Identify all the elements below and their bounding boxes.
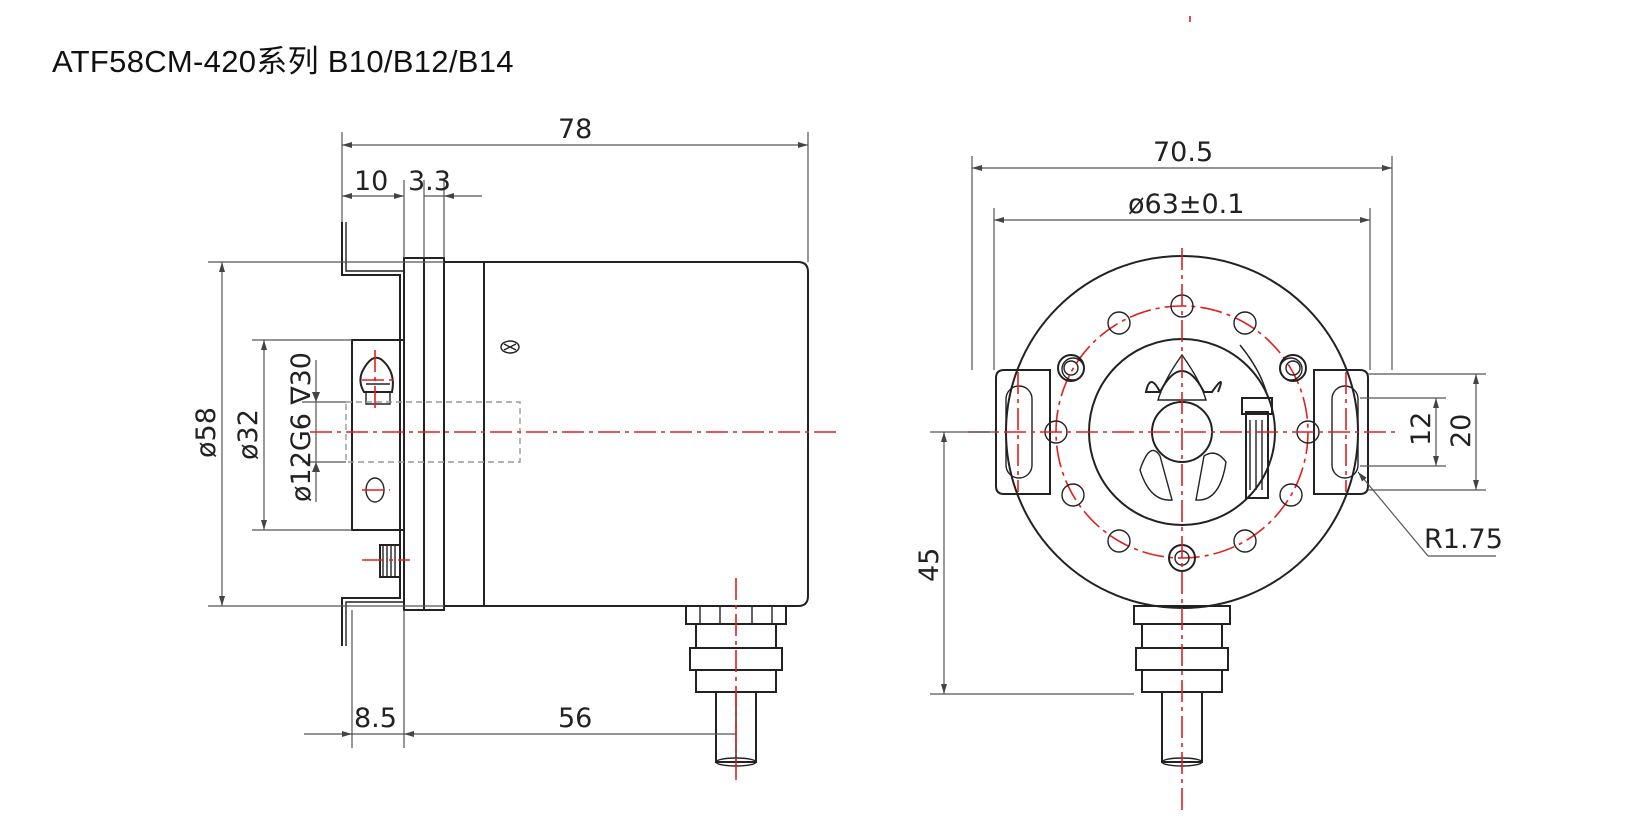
drawing-title: ATF58CM-420系列 B10/B12/B14 — [52, 44, 514, 79]
clamp-ring — [423, 257, 445, 611]
front-view — [968, 16, 1396, 810]
dim-clamp-ring: 3.3 — [408, 166, 451, 197]
dim-overall-length: 78 — [558, 114, 592, 145]
dim-body-diameter: ø58 — [191, 407, 222, 458]
side-view-dimensions: 78 10 3.3 ø58 ø32 ø12G6 ∇30 8.5 56 — [191, 114, 809, 748]
dim-center-height: 45 — [914, 548, 945, 582]
mounting-bracket — [341, 222, 401, 646]
body-screw-icon — [500, 340, 520, 354]
dim-overall-width: 70.5 — [1153, 137, 1213, 168]
dim-flange-diameter: ø32 — [233, 409, 264, 460]
body-collar — [443, 261, 485, 607]
dim-slot-outer: 20 — [1446, 414, 1477, 448]
dim-flange-thickness: 10 — [354, 166, 388, 197]
dim-bore: ø12G6 ∇30 — [286, 352, 317, 502]
clamp-bolt-icon — [359, 356, 394, 405]
dim-slot-length: 12 — [1406, 412, 1437, 446]
dim-connector-offset: 56 — [558, 703, 592, 734]
encoder-body — [484, 261, 809, 607]
flange-plate — [403, 257, 425, 611]
dim-bolt-circle: ø63±0.1 — [1128, 189, 1244, 220]
shaft-clamp — [1144, 370, 1222, 393]
dim-rear-offset: 8.5 — [354, 703, 397, 734]
side-view — [310, 222, 840, 780]
shaft-housing — [351, 339, 405, 531]
front-view-dimensions: 70.5 ø63±0.1 12 20 R1.75 45 — [914, 137, 1503, 695]
grub-screw-icon — [379, 544, 401, 578]
clamp-screw-icon — [1241, 397, 1273, 499]
dim-slot-radius: R1.75 — [1424, 524, 1503, 555]
